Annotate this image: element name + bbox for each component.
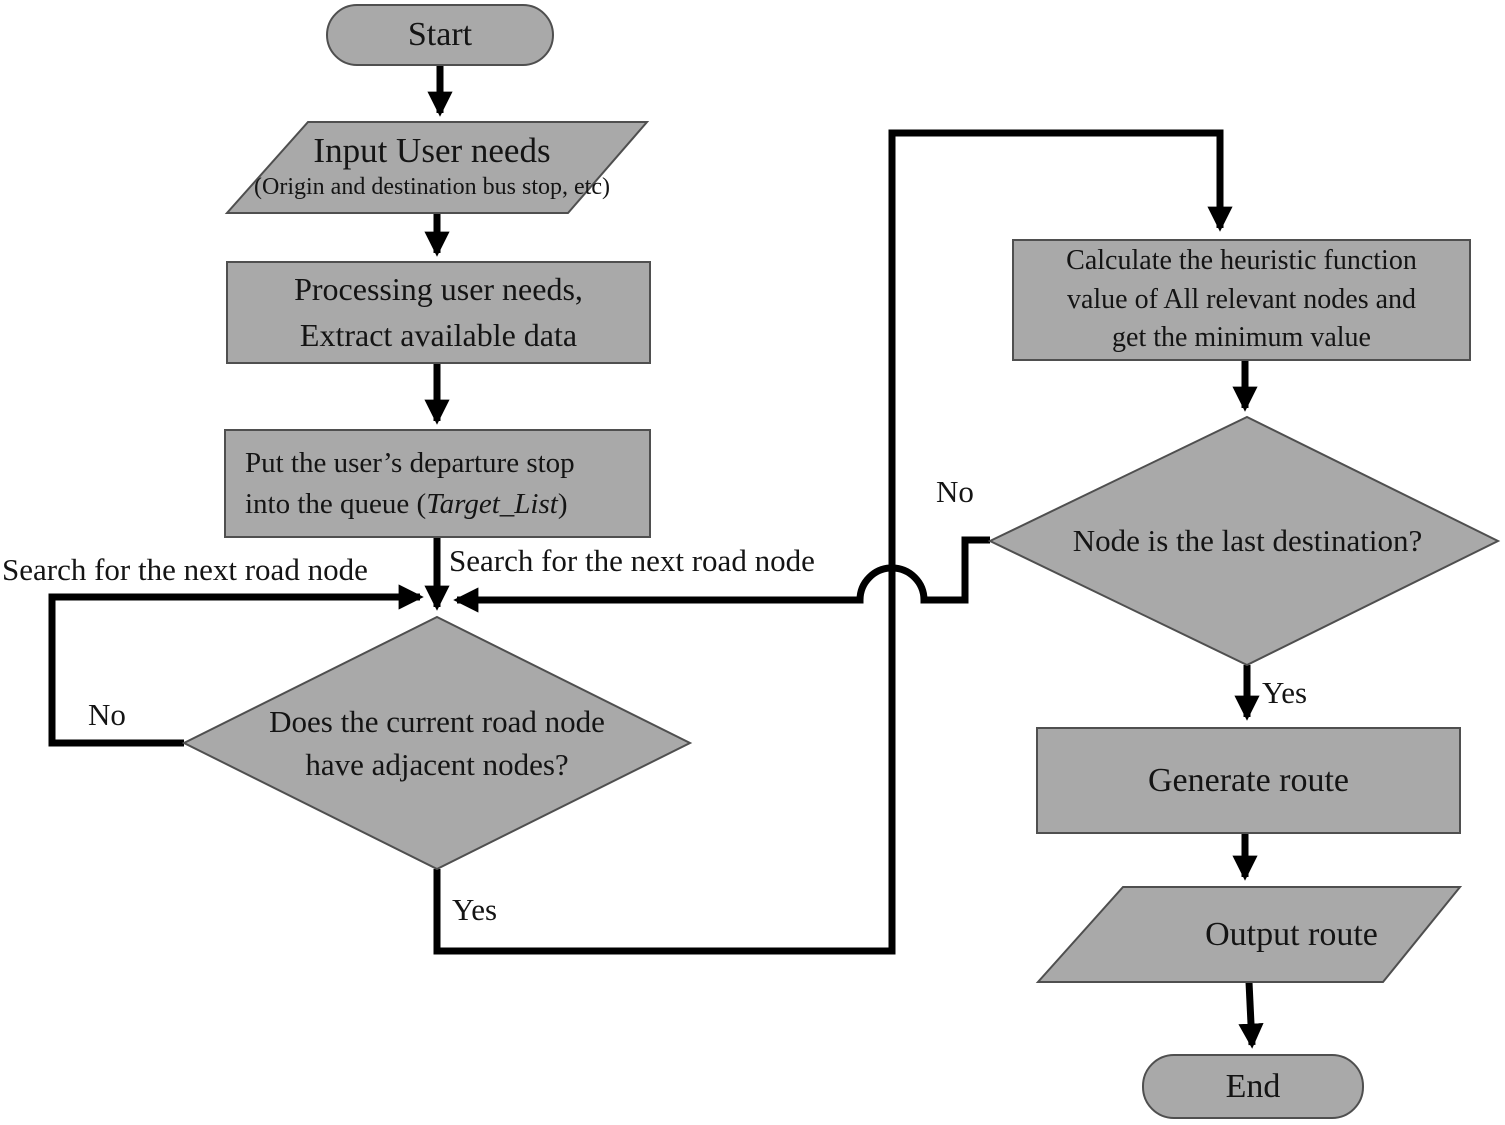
- input-label-line2: (Origin and destination bus stop, etc): [254, 173, 610, 200]
- processing-label-line2: Extract available data: [299, 316, 578, 353]
- generate-process-shape: [1036, 727, 1461, 834]
- adjacent-decision-label: Does the current road node have adjacent…: [187, 700, 687, 787]
- edge-yes-to-heuristic: [433, 129, 1233, 955]
- edge-no-return-with-hop: [453, 536, 990, 613]
- last-destination-label: Node is the last destination?: [1072, 523, 1423, 558]
- edge-label-yes-adjacent: Yes: [452, 892, 498, 927]
- adjacent-decision-label-line1: Does the current road node: [269, 704, 605, 739]
- edge-output-to-end: [1238, 981, 1264, 1049]
- adjacent-decision-diamond-shape: [181, 615, 693, 871]
- processing-process-shape: [226, 261, 651, 364]
- output-parallelogram-shape: [1035, 886, 1463, 983]
- edge-label-search-right: Search for the next road node: [449, 543, 815, 578]
- edge-label-no-last-destination: No: [936, 474, 974, 509]
- enqueue-process-shape: [224, 429, 651, 538]
- end-label: End: [1225, 1067, 1281, 1105]
- start-label: Start: [407, 16, 473, 53]
- start-terminator-shape: [326, 4, 554, 66]
- edge-label-no-adjacent: No: [88, 697, 126, 732]
- enqueue-label-line2-prefix: into the queue (: [245, 487, 427, 520]
- heuristic-label-line1: Calculate the heuristic function: [1066, 245, 1417, 277]
- processing-label: Processing user needs, Extract available…: [227, 262, 650, 363]
- edge-label-yes-last-destination: Yes: [1262, 675, 1308, 710]
- enqueue-label: Put the user’s departure stop into the q…: [245, 430, 645, 537]
- heuristic-process-shape: [1012, 239, 1471, 361]
- processing-label-line1: Processing user needs,: [294, 271, 583, 308]
- enqueue-label-line2: into the queue (Target_List): [245, 484, 645, 525]
- input-label-line1: Input User needs: [313, 131, 551, 170]
- heuristic-label-line2: value of All relevant nodes and: [1066, 283, 1417, 315]
- edge-label-search-left: Search for the next road node: [2, 552, 368, 587]
- enqueue-label-line1: Put the user’s departure stop: [245, 446, 575, 479]
- heuristic-label-line3: get the minimum value: [1112, 322, 1371, 354]
- last-destination-diamond-shape: [987, 415, 1501, 667]
- enqueue-label-target-list-variable: Target_List: [426, 487, 558, 520]
- end-terminator-shape: [1142, 1054, 1364, 1119]
- heuristic-label: Calculate the heuristic function value o…: [1013, 240, 1470, 360]
- adjacent-decision-label-line2: have adjacent nodes?: [305, 747, 569, 783]
- generate-route-label: Generate route: [1147, 761, 1350, 799]
- input-parallelogram-shape: [224, 121, 650, 214]
- edge-no-loop-left: [48, 584, 424, 747]
- enqueue-label-line2-suffix: ): [557, 487, 568, 520]
- output-route-label: Output route: [1205, 915, 1378, 953]
- input-label: Input User needs (Origin and destination…: [202, 128, 662, 201]
